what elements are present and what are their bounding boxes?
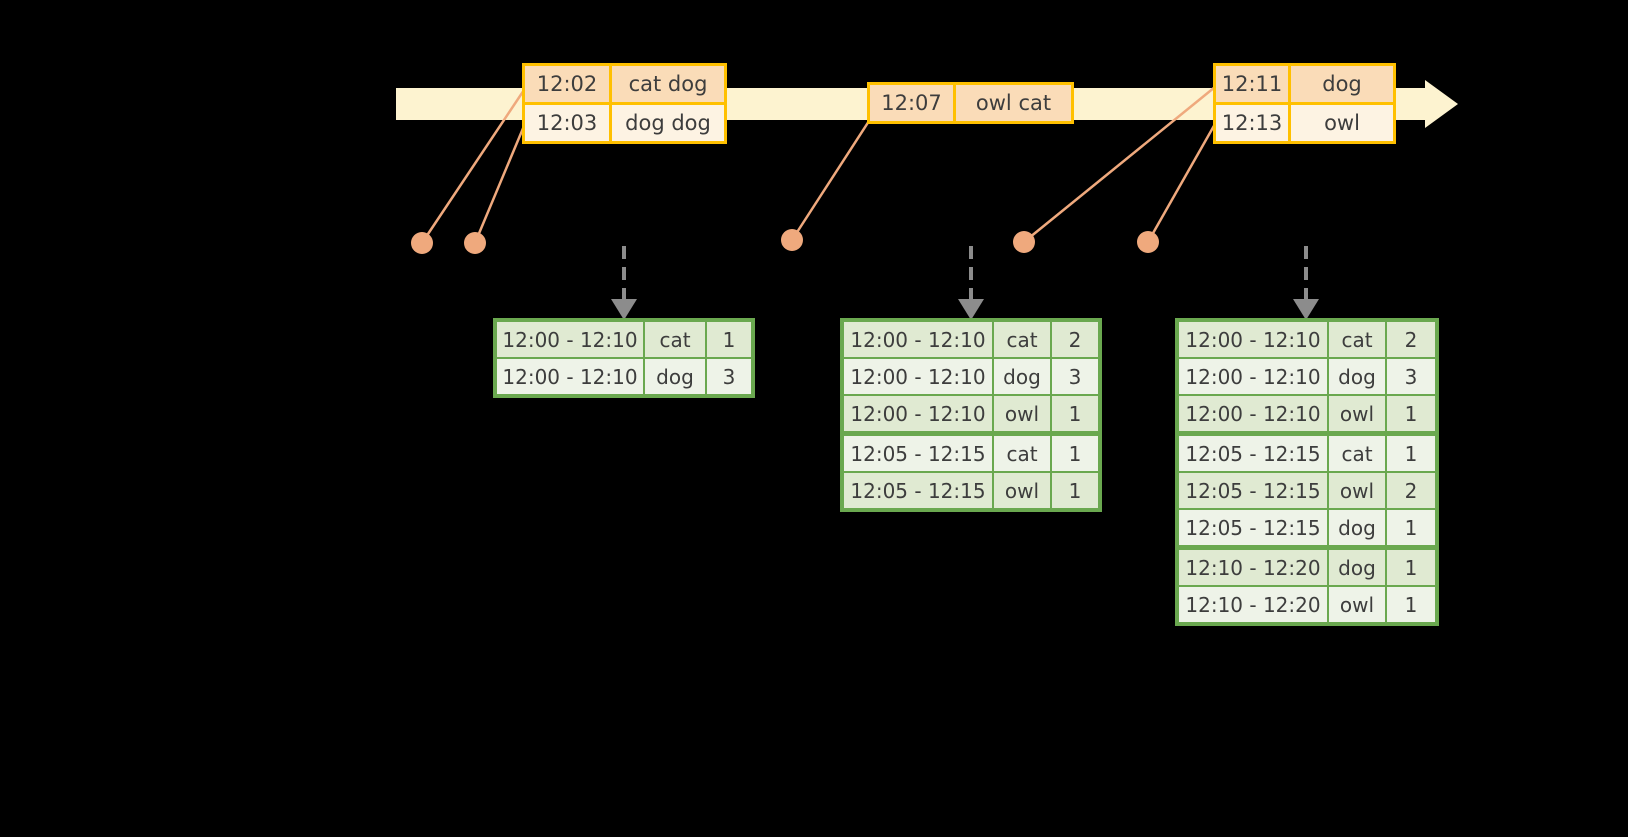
table-cell: 1 bbox=[1387, 550, 1435, 585]
table-cell: cat bbox=[645, 322, 705, 357]
table-cell: 12:00 - 12:10 bbox=[497, 322, 643, 357]
table-cell: 1 bbox=[1052, 436, 1098, 471]
table-cell: 3 bbox=[707, 359, 751, 394]
dashed-arrow-icon bbox=[611, 246, 637, 320]
table-cell: owl bbox=[1329, 473, 1385, 508]
table-cell: 12:00 - 12:10 bbox=[1179, 322, 1327, 357]
table-cell: owl bbox=[994, 473, 1050, 508]
table-cell: 12:03 bbox=[525, 105, 609, 141]
table-cell: 1 bbox=[1387, 396, 1435, 431]
dashed-arrow-icon bbox=[1293, 246, 1319, 320]
table-cell: 1 bbox=[1387, 587, 1435, 622]
event-dot bbox=[1137, 231, 1159, 253]
table-cell: 12:11 bbox=[1216, 66, 1288, 102]
dashed-arrow-icon bbox=[958, 246, 984, 320]
table-cell: 12:05 - 12:15 bbox=[1179, 510, 1327, 545]
table-cell: cat bbox=[994, 436, 1050, 471]
event-dot bbox=[781, 229, 803, 251]
table-cell: cat bbox=[1329, 436, 1385, 471]
event-dot bbox=[1013, 231, 1035, 253]
table-cell: 1 bbox=[1052, 473, 1098, 508]
table-cell: 3 bbox=[1052, 359, 1098, 394]
table-cell: 12:05 - 12:15 bbox=[844, 436, 992, 471]
table-cell: dog bbox=[994, 359, 1050, 394]
table-cell: 2 bbox=[1387, 473, 1435, 508]
table-cell: dog dog bbox=[612, 105, 724, 141]
table-cell: 12:00 - 12:10 bbox=[497, 359, 643, 394]
table-cell: dog bbox=[1291, 66, 1393, 102]
table-cell: owl bbox=[1291, 105, 1393, 141]
table-cell: 12:13 bbox=[1216, 105, 1288, 141]
table-cell: 12:05 - 12:15 bbox=[844, 473, 992, 508]
table-cell: cat dog bbox=[612, 66, 724, 102]
table-cell: 12:02 bbox=[525, 66, 609, 102]
table-cell: 12:07 bbox=[870, 85, 953, 121]
event-dot bbox=[411, 232, 433, 254]
table-cell: 12:05 - 12:15 bbox=[1179, 436, 1327, 471]
table-cell: owl bbox=[994, 396, 1050, 431]
table-cell: 12:00 - 12:10 bbox=[844, 396, 992, 431]
table-cell: 1 bbox=[1387, 436, 1435, 471]
timeline-arrow-head-icon bbox=[1425, 80, 1458, 128]
table-cell: 12:10 - 12:20 bbox=[1179, 550, 1327, 585]
table-cell: 12:00 - 12:10 bbox=[1179, 359, 1327, 394]
table-cell: owl bbox=[1329, 396, 1385, 431]
table-cell: 12:00 - 12:10 bbox=[844, 322, 992, 357]
table-cell: 1 bbox=[1387, 510, 1435, 545]
table-cell: 1 bbox=[707, 322, 751, 357]
table-cell: 2 bbox=[1052, 322, 1098, 357]
table-cell: dog bbox=[645, 359, 705, 394]
table-cell: 12:00 - 12:10 bbox=[844, 359, 992, 394]
table-cell: 2 bbox=[1387, 322, 1435, 357]
table-cell: 12:10 - 12:20 bbox=[1179, 587, 1327, 622]
table-cell: cat bbox=[1329, 322, 1385, 357]
table-cell: 3 bbox=[1387, 359, 1435, 394]
table-cell: 1 bbox=[1052, 396, 1098, 431]
table-cell: cat bbox=[994, 322, 1050, 357]
table-cell: owl cat bbox=[956, 85, 1071, 121]
table-cell: 12:00 - 12:10 bbox=[1179, 396, 1327, 431]
event-dot bbox=[464, 232, 486, 254]
connector-line bbox=[790, 120, 871, 241]
connector-line bbox=[473, 125, 526, 244]
table-cell: owl bbox=[1329, 587, 1385, 622]
table-cell: 12:05 - 12:15 bbox=[1179, 473, 1327, 508]
table-cell: dog bbox=[1329, 359, 1385, 394]
table-cell: dog bbox=[1329, 510, 1385, 545]
connector-line bbox=[1146, 123, 1217, 243]
table-cell: dog bbox=[1329, 550, 1385, 585]
